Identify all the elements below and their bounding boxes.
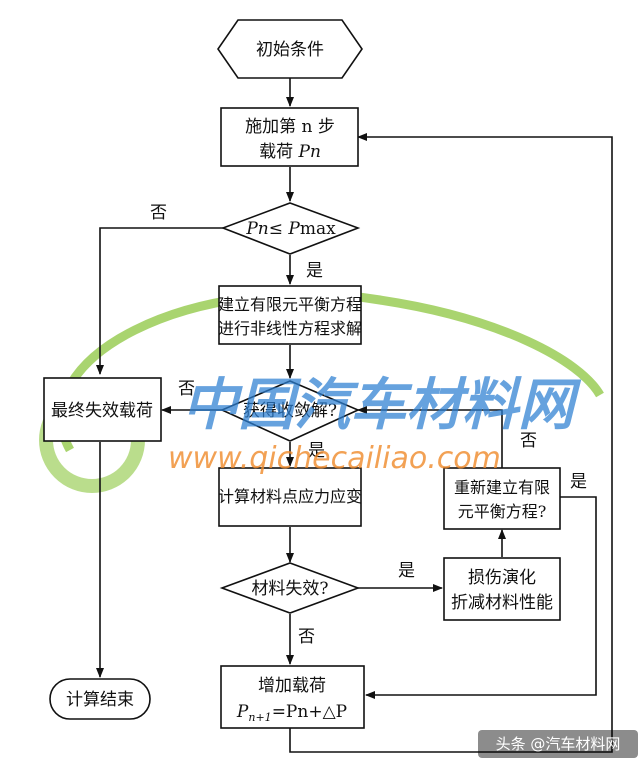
apply-load-label-line2: 载荷 Pn: [259, 142, 321, 162]
label-pmax-yes: 是: [306, 261, 323, 281]
compute-stress-label: 计算材料点应力应变: [218, 487, 362, 506]
compute-stress-box: [218, 467, 362, 527]
label-pmax-no: 否: [150, 203, 167, 223]
damage-box: [443, 557, 561, 621]
damage-label-line1: 损伤演化: [468, 568, 536, 588]
rebuild-label-line1: 重新建立有限: [454, 478, 550, 497]
start-label: 初始条件: [256, 40, 324, 60]
label-rebuild-no: 否: [520, 431, 537, 451]
watermark-chinese: 中国汽车材料网: [182, 373, 582, 438]
final-load-label: 最终失效载荷: [51, 401, 153, 421]
apply-load-label-line1: 施加第 n 步: [245, 117, 335, 137]
label-fail-no: 否: [298, 627, 315, 647]
material-fail-label: 材料失效?: [251, 579, 328, 599]
credit-badge: 头条 @汽车材料网: [478, 730, 638, 758]
label-fail-yes: 是: [398, 561, 415, 581]
edges: [96, 78, 613, 753]
rebuild-box: [443, 467, 561, 530]
edge-rebuild-no-to-converged: [357, 406, 503, 470]
increase-load-label-line2: Pn+1=Pn+△P: [236, 702, 347, 724]
build-equation-box: [218, 285, 362, 345]
edge-labels: 否 是 否 是 否 是 是 否: [150, 203, 587, 647]
build-equation-label-line1: 建立有限元平衡方程: [218, 295, 362, 314]
label-converged-no: 否: [178, 379, 195, 399]
increase-load-box: [220, 665, 365, 729]
converged-label: 获得收敛解?: [243, 401, 337, 421]
check-pmax-diamond: [220, 202, 361, 255]
end-terminal: [49, 678, 151, 720]
label-converged-yes: 是: [308, 441, 325, 461]
watermark-url: www.qichecailiao.com: [168, 441, 501, 476]
node-labels: 初始条件 施加第 n 步 载荷 Pn Pn≤ Pmax 建立有限元平衡方程 进行…: [51, 40, 553, 724]
damage-label-line2: 折减材料性能: [451, 593, 553, 613]
check-pmax-label: Pn≤ Pmax: [245, 219, 336, 239]
material-fail-diamond: [219, 562, 361, 614]
apply-load-box: [220, 107, 359, 167]
edge-check-no-to-final: [96, 227, 223, 375]
credit-background: [478, 730, 638, 758]
watermark: 中国汽车材料网 www.qichecailiao.com: [168, 373, 582, 476]
edge-rebuild-yes-to-increase: [365, 496, 597, 699]
increase-load-label-line1: 增加载荷: [258, 676, 326, 696]
converged-diamond: [220, 380, 360, 442]
end-label: 计算结束: [66, 690, 134, 710]
nodes: [43, 19, 561, 729]
start-hexagon: [217, 19, 363, 79]
final-load-box: [43, 377, 162, 442]
rebuild-label-line2: 元平衡方程?: [458, 502, 547, 521]
edge-increase-loop-back: [289, 133, 613, 753]
credit-text: 头条 @汽车材料网: [496, 735, 621, 753]
build-equation-label-line2: 进行非线性方程求解: [218, 319, 362, 338]
label-rebuild-yes: 是: [570, 472, 587, 492]
